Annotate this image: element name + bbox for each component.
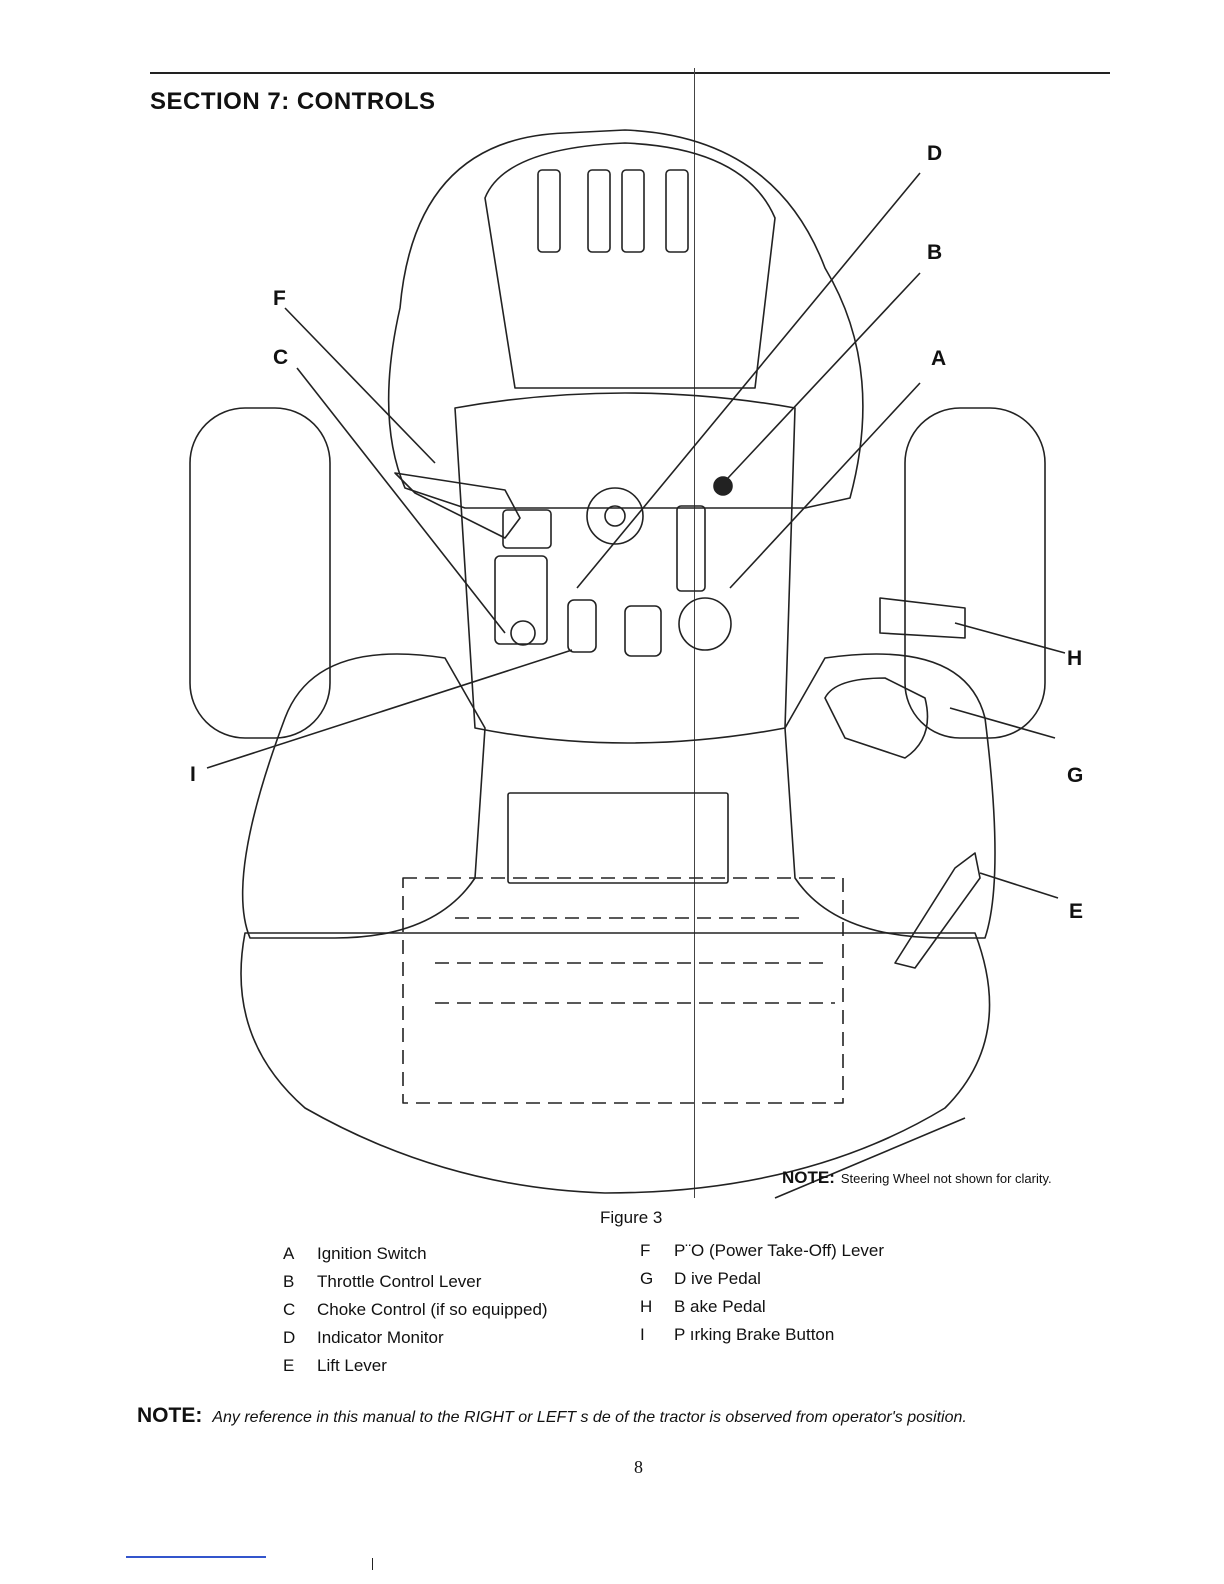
legend-key: F bbox=[640, 1241, 651, 1260]
mower-deck bbox=[402, 877, 844, 1104]
steering-column bbox=[586, 487, 644, 545]
legend-item: B Throttle Control Lever bbox=[283, 1268, 548, 1296]
ignition-panel bbox=[494, 555, 548, 645]
callout-h: H bbox=[1067, 647, 1082, 670]
figure-note: NOTE: Steering Wheel not shown for clarit… bbox=[782, 1168, 1052, 1188]
legend-key: C bbox=[283, 1300, 296, 1319]
footer-link-line bbox=[126, 1556, 266, 1558]
footer-tick bbox=[372, 1558, 373, 1570]
legend-item: E Lift Lever bbox=[283, 1352, 548, 1380]
steering-column-cap bbox=[604, 505, 626, 527]
leader-f bbox=[284, 307, 436, 464]
leader-a bbox=[729, 382, 921, 589]
callout-b: B bbox=[927, 241, 942, 264]
callout-d: D bbox=[927, 142, 942, 165]
vent-3 bbox=[621, 169, 645, 253]
legend-label: Indicator Monitor bbox=[317, 1328, 444, 1347]
leader-e bbox=[979, 872, 1059, 899]
leader-g bbox=[949, 707, 1056, 739]
pto-lever bbox=[394, 472, 521, 539]
pto-lever-base bbox=[502, 509, 552, 549]
pto-lever-slot bbox=[624, 605, 662, 657]
throttle-knob bbox=[713, 476, 733, 496]
legend-label: B ake Pedal bbox=[674, 1297, 766, 1316]
legend-item: G D ive Pedal bbox=[640, 1265, 884, 1293]
legend-key: E bbox=[283, 1356, 295, 1375]
page-number: 8 bbox=[634, 1457, 643, 1477]
left-tire bbox=[189, 407, 331, 739]
figure-note-text: Steering Wheel not shown for clarity. bbox=[840, 1171, 1052, 1186]
legend-label: P ırking Brake Button bbox=[674, 1325, 835, 1344]
leader-b bbox=[727, 272, 921, 479]
vent-4 bbox=[665, 169, 689, 253]
bottom-note-text: Any reference in this manual to the RIGH… bbox=[212, 1409, 967, 1426]
legend-label: D ive Pedal bbox=[674, 1269, 761, 1288]
legend-label: Ignition Switch bbox=[317, 1244, 427, 1263]
legend-label: Choke Control (if so equipped) bbox=[317, 1300, 548, 1319]
leader-d bbox=[576, 172, 921, 589]
ignition-switch-icon bbox=[510, 620, 536, 646]
bottom-note: NOTE: Any reference in this manual to the… bbox=[137, 1404, 967, 1428]
parking-brake-button bbox=[567, 599, 597, 653]
legend-key: D bbox=[283, 1328, 296, 1347]
hood-inner bbox=[484, 142, 776, 389]
scan-line bbox=[694, 68, 695, 1198]
legend-label: P¨O (Power Take-Off) Lever bbox=[674, 1241, 885, 1260]
legend-key: H bbox=[640, 1297, 653, 1316]
legend-label: Throttle Control Lever bbox=[317, 1272, 482, 1291]
leader-c bbox=[296, 367, 506, 634]
legend-key: I bbox=[640, 1325, 645, 1344]
drive-pedal bbox=[824, 677, 929, 759]
legend-item: D Indicator Monitor bbox=[283, 1324, 548, 1352]
legend-key: A bbox=[283, 1244, 295, 1263]
rear-deck bbox=[240, 932, 991, 1194]
tractor-illustration: D B F C A H I G E bbox=[189, 129, 1083, 1199]
vent-1 bbox=[537, 169, 561, 253]
figure-caption: Figure 3 bbox=[600, 1208, 663, 1227]
callout-c: C bbox=[273, 346, 288, 369]
body-outline bbox=[241, 653, 486, 939]
legend-item: F P¨O (Power Take-Off) Lever bbox=[640, 1237, 884, 1265]
callout-g: G bbox=[1067, 764, 1083, 787]
leader-h bbox=[954, 622, 1066, 654]
callout-i: I bbox=[190, 763, 196, 786]
legend-key: G bbox=[640, 1269, 654, 1288]
leader-note bbox=[774, 1117, 966, 1199]
legend-label: Lift Lever bbox=[317, 1356, 387, 1375]
callout-a: A bbox=[931, 347, 946, 370]
legend-item: C Choke Control (if so equipped) bbox=[283, 1296, 548, 1324]
right-tire bbox=[904, 407, 1046, 739]
body-outline-right bbox=[784, 653, 996, 939]
legend-column-1: A Ignition Switch B Throttle Control Lever… bbox=[283, 1240, 548, 1380]
legend-key: B bbox=[283, 1272, 295, 1291]
lift-lever bbox=[894, 852, 981, 969]
throttle-slot bbox=[676, 505, 706, 592]
legend-item: I P ırking Brake Button bbox=[640, 1321, 884, 1349]
tractor-controls-figure: D B F C A H I G E bbox=[185, 118, 1120, 1208]
brake-pedal-grip bbox=[879, 597, 966, 639]
vent-2 bbox=[587, 169, 611, 253]
top-rule bbox=[150, 72, 1110, 74]
figure-note-label: NOTE: bbox=[782, 1168, 835, 1187]
legend-item: A Ignition Switch bbox=[283, 1240, 548, 1268]
bottom-note-label: NOTE: bbox=[137, 1404, 203, 1427]
hour-meter-gauge bbox=[678, 597, 732, 651]
hood-outline bbox=[387, 129, 864, 509]
legend-item: H B ake Pedal bbox=[640, 1293, 884, 1321]
section-title: SECTION 7: CONTROLS bbox=[150, 88, 436, 115]
leader-i bbox=[206, 649, 573, 769]
callout-e: E bbox=[1069, 900, 1083, 923]
seat-box bbox=[507, 792, 729, 884]
dashboard bbox=[454, 392, 796, 744]
legend-column-2: F P¨O (Power Take-Off) Lever G D ive Pedal… bbox=[640, 1237, 884, 1349]
callout-f: F bbox=[273, 287, 286, 310]
